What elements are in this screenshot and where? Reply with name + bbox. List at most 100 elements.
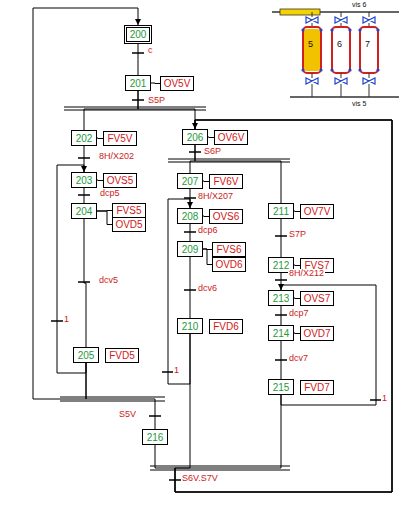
transition-condition: c <box>147 46 154 56</box>
action-text: OV5V <box>164 78 191 89</box>
initial-step-box: 200 <box>124 25 152 44</box>
step-number: 211 <box>273 206 289 217</box>
step-box: 210 <box>177 318 203 334</box>
transition-bar <box>184 197 196 199</box>
step-box: 204 <box>71 203 97 219</box>
step-box: 203 <box>71 172 97 188</box>
convergence-bar <box>150 470 290 471</box>
step-box: 211 <box>268 203 294 219</box>
tank-number: 5 <box>308 40 313 50</box>
step-number: 215 <box>273 382 290 393</box>
action-box: FV6V <box>209 174 243 189</box>
convergence-bar <box>150 466 290 467</box>
pipe-label: vis 6 <box>352 1 366 9</box>
transition-condition: 1 <box>173 366 180 376</box>
step-box: 216 <box>142 429 168 445</box>
screw-feeder <box>280 9 320 15</box>
connector <box>84 91 138 130</box>
pipe-label: vis 5 <box>352 100 366 108</box>
transition-condition: dcv6 <box>197 284 218 294</box>
connector <box>175 120 392 492</box>
transition-bar <box>132 99 144 101</box>
transition-bar <box>275 279 287 281</box>
step-number: 209 <box>182 244 199 255</box>
connector <box>203 249 212 265</box>
transition-bar <box>275 314 287 316</box>
tank-number: 7 <box>365 40 370 50</box>
connector <box>138 91 195 129</box>
action-text: FV6V <box>213 176 238 187</box>
step-number: 202 <box>76 133 93 144</box>
step-number: 203 <box>76 175 93 186</box>
action-box: FVD7 <box>300 380 334 395</box>
action-box: OVD6 <box>212 257 246 272</box>
step-box: 208 <box>177 208 203 224</box>
step-number: 207 <box>182 176 199 187</box>
step-box: 201 <box>125 75 151 91</box>
transition-bar <box>169 479 181 481</box>
transition-bar <box>275 359 287 361</box>
action-text: OVD6 <box>215 259 242 270</box>
transition-bar <box>51 320 63 322</box>
transition-condition: dcp5 <box>99 189 121 199</box>
action-text: FVS6 <box>216 244 241 255</box>
step-number: 201 <box>130 78 147 89</box>
step-box: 215 <box>268 379 294 395</box>
tank <box>330 12 351 97</box>
transition-bar <box>184 231 196 233</box>
step-number: 212 <box>273 260 290 271</box>
action-box: FVD6 <box>209 319 243 334</box>
transition-bar <box>189 151 201 153</box>
convergence-bar <box>60 397 165 398</box>
transition-bar <box>78 281 90 283</box>
transition-condition: dcv5 <box>98 276 119 286</box>
action-box: FV5V <box>103 131 137 146</box>
transition-bar <box>149 415 161 417</box>
tank-number: 6 <box>337 40 342 50</box>
action-text: FVD7 <box>304 382 330 393</box>
action-box: FVS6 <box>212 242 246 257</box>
step-box: 205 <box>73 347 99 363</box>
transition-condition: dcp6 <box>197 226 219 236</box>
action-box: OVD5 <box>112 217 146 232</box>
action-box: OV7V <box>300 204 334 219</box>
step-box: 202 <box>71 130 97 146</box>
step-box: 207 <box>177 173 203 189</box>
connector <box>190 257 191 318</box>
step-number: 204 <box>76 206 93 217</box>
action-box: FVS5 <box>112 203 146 218</box>
action-box: OVD7 <box>300 326 334 341</box>
action-box: OVS6 <box>209 209 243 224</box>
action-box: OV6V <box>214 130 248 145</box>
tank-illustration <box>272 9 399 97</box>
transition-bar <box>132 52 144 54</box>
parallel-bars <box>60 107 290 470</box>
step-box: 209 <box>177 241 203 257</box>
action-box: FVD5 <box>105 348 139 363</box>
transition-condition: S6V.S7V <box>181 474 219 484</box>
connector <box>281 219 282 257</box>
transition-bar <box>78 194 90 196</box>
transition-condition: dcv7 <box>288 354 309 364</box>
step-number: 205 <box>78 350 95 361</box>
action-text: OVS6 <box>213 211 240 222</box>
step-number: 210 <box>182 321 199 332</box>
connector <box>281 285 376 405</box>
transition-condition: 1 <box>381 394 388 404</box>
action-text: OV6V <box>218 132 245 143</box>
step-number: 213 <box>273 293 290 304</box>
step-number: 216 <box>147 432 164 443</box>
divergence-bar <box>168 159 290 160</box>
action-text: OVD7 <box>303 328 330 339</box>
action-box: OVS5 <box>103 173 137 188</box>
action-box: OVS7 <box>300 291 334 306</box>
tank <box>358 12 379 97</box>
step-box: 214 <box>268 325 294 341</box>
action-box: OV5V <box>160 76 194 91</box>
connector <box>151 83 160 85</box>
connector <box>84 219 86 347</box>
transition-condition: 8H/X212 <box>288 269 325 279</box>
action-text: FVS5 <box>116 205 141 216</box>
connector <box>86 363 155 429</box>
tank <box>301 12 322 97</box>
